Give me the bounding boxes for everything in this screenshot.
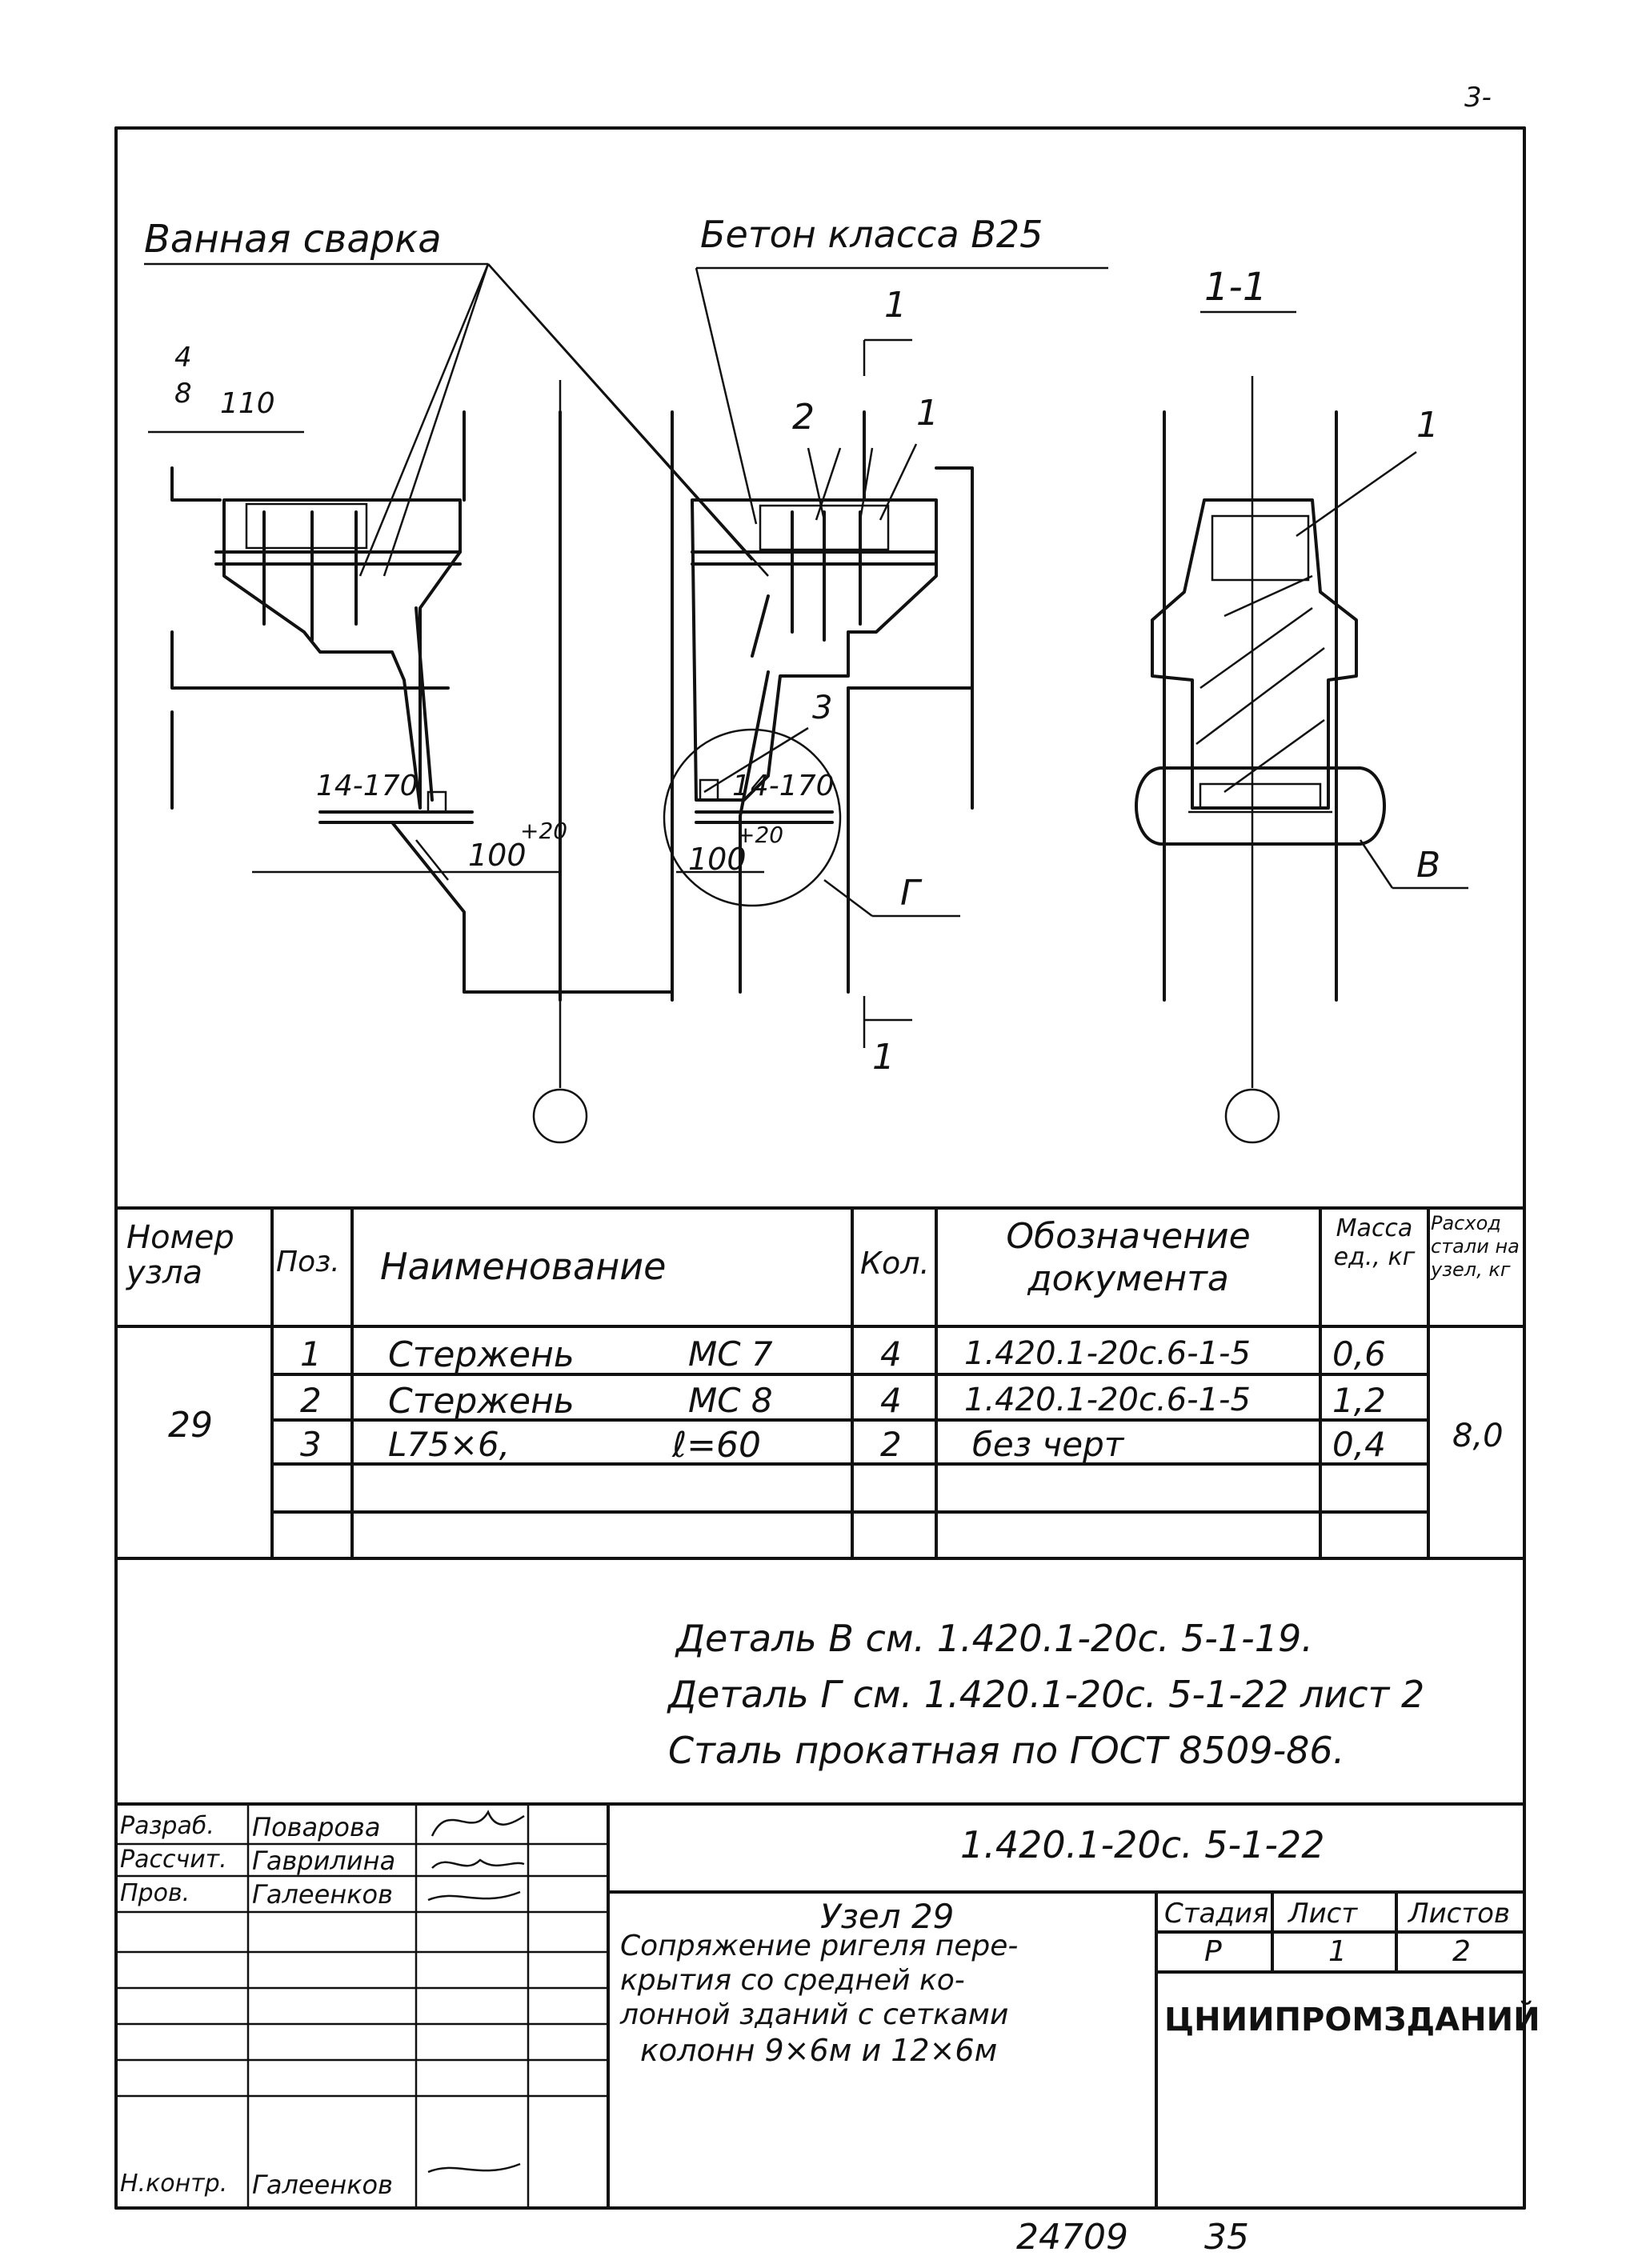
row-mass: 0,4 — [1332, 1425, 1386, 1464]
section-1-1-drawing — [1135, 310, 1468, 1144]
callout-leaders — [144, 262, 1108, 794]
section-title: 1-1 — [1204, 265, 1268, 310]
right-node-drawing — [663, 338, 974, 1048]
organization: ЦНИИПРОМЗДАНИЙ — [1164, 2002, 1540, 2038]
row-mass: 1,2 — [1332, 1381, 1386, 1420]
position-2-label: 2 — [792, 397, 815, 438]
signatures — [427, 1810, 525, 2174]
section-mark-bottom: 1 — [872, 1037, 895, 1078]
header-node-no: Номер узла — [126, 1219, 234, 1291]
stage-label: Стадия — [1164, 1898, 1269, 1930]
role-calculated: Рассчит. — [120, 1846, 227, 1874]
header-name: Наименование — [380, 1245, 667, 1288]
desc-line-1: Сопряжение ригеля пере- — [620, 1930, 1019, 1962]
sheets-value: 2 — [1452, 1935, 1471, 1968]
title-block-grid — [114, 1802, 1526, 2210]
page-mark: 3- — [1464, 82, 1492, 114]
row-mass: 0,6 — [1332, 1334, 1386, 1374]
node-number: 29 — [168, 1405, 213, 1446]
position-1-label: 1 — [916, 393, 939, 434]
position-3-label: 3 — [812, 690, 833, 726]
section-mark-top: 1 — [884, 285, 907, 326]
row-name: L75×6, — [388, 1425, 511, 1464]
detail-G-label: Г — [900, 873, 920, 914]
name-developer: Поварова — [252, 1812, 381, 1842]
sheet-frame — [114, 126, 1526, 2210]
header-pos: Поз. — [276, 1246, 340, 1278]
spec-table-grid — [114, 1206, 1526, 1560]
page-number: 35 — [1204, 2217, 1249, 2258]
row-pos: 3 — [300, 1425, 322, 1464]
node-title: Узел 29 — [820, 1897, 955, 1936]
row-doc: 1.420.1-20с.6-1-5 — [964, 1382, 1251, 1418]
section-position-1-label: 1 — [1416, 405, 1439, 446]
stirrup-fraction-bottom: 8 — [174, 378, 192, 410]
header-doc: Обозначение документа — [1006, 1216, 1251, 1299]
sheet-value: 1 — [1328, 1935, 1347, 1968]
detail-V-label: В — [1416, 845, 1441, 886]
note-detail-v: Деталь В см. 1.420.1-20с. 5-1-19. — [676, 1617, 1313, 1660]
weld-left-label: 14-170 — [316, 770, 419, 802]
row-name: Стержень — [388, 1381, 575, 1422]
desc-line-4: колонн 9×6м и 12×6м — [640, 2033, 998, 2068]
steel-total: 8,0 — [1452, 1418, 1504, 1454]
stage-value: Р — [1204, 1935, 1222, 1968]
name-norm-control: Галеенков — [252, 2170, 393, 2200]
desc-line-2: крытия со средней ко- — [620, 1964, 965, 1997]
note-steel: Сталь прокатная по ГОСТ 8509-86. — [668, 1729, 1345, 1772]
row-pos: 1 — [300, 1334, 322, 1374]
stirrup-fraction-top: 4 — [174, 342, 192, 374]
header-steel: Расход стали на узел, кг — [1431, 1212, 1520, 1281]
weld-right-label: 14-170 — [732, 770, 835, 802]
stirrup-spacing: 110 — [220, 387, 275, 420]
note-detail-g: Деталь Г см. 1.420.1-20с. 5-1-22 лист 2 — [668, 1673, 1425, 1716]
doc-code: 1.420.1-20с. 5-1-22 — [960, 1823, 1325, 1866]
sheets-label: Листов — [1408, 1898, 1511, 1930]
role-checked: Пров. — [120, 1879, 190, 1907]
row-qty: 4 — [880, 1381, 902, 1420]
row-mark: МС 8 — [688, 1381, 773, 1420]
gap-left-tolerance: +20 — [520, 818, 568, 844]
header-mass: Масса ед., кг — [1333, 1214, 1416, 1271]
row-pos: 2 — [300, 1381, 322, 1420]
role-norm-control: Н.контр. — [120, 2170, 228, 2198]
row-qty: 4 — [880, 1334, 902, 1374]
name-checked: Галеенков — [252, 1879, 393, 1910]
role-developer: Разраб. — [120, 1812, 214, 1840]
desc-line-3: лонной зданий с сетками — [620, 1998, 1009, 2031]
archive-number: 24709 — [1016, 2217, 1128, 2258]
row-name: Стержень — [388, 1334, 575, 1375]
row-doc: 1.420.1-20с.6-1-5 — [964, 1335, 1251, 1372]
gap-right-tolerance: +20 — [736, 822, 784, 848]
row-mark: МС 7 — [688, 1334, 773, 1374]
concrete-callout: Бетон класса В25 — [700, 213, 1043, 256]
sheet-label: Лист — [1288, 1898, 1358, 1930]
gap-right: 100 — [688, 842, 747, 877]
gap-left: 100 — [468, 838, 527, 873]
name-calculated: Гаврилина — [252, 1846, 396, 1876]
left-node-drawing — [148, 380, 674, 1144]
row-qty: 2 — [880, 1425, 902, 1464]
row-mark: ℓ=60 — [672, 1425, 762, 1466]
row-doc: без черт — [972, 1425, 1124, 1464]
header-qty: Кол. — [860, 1246, 930, 1281]
welding-callout: Ванная сварка — [144, 217, 442, 262]
